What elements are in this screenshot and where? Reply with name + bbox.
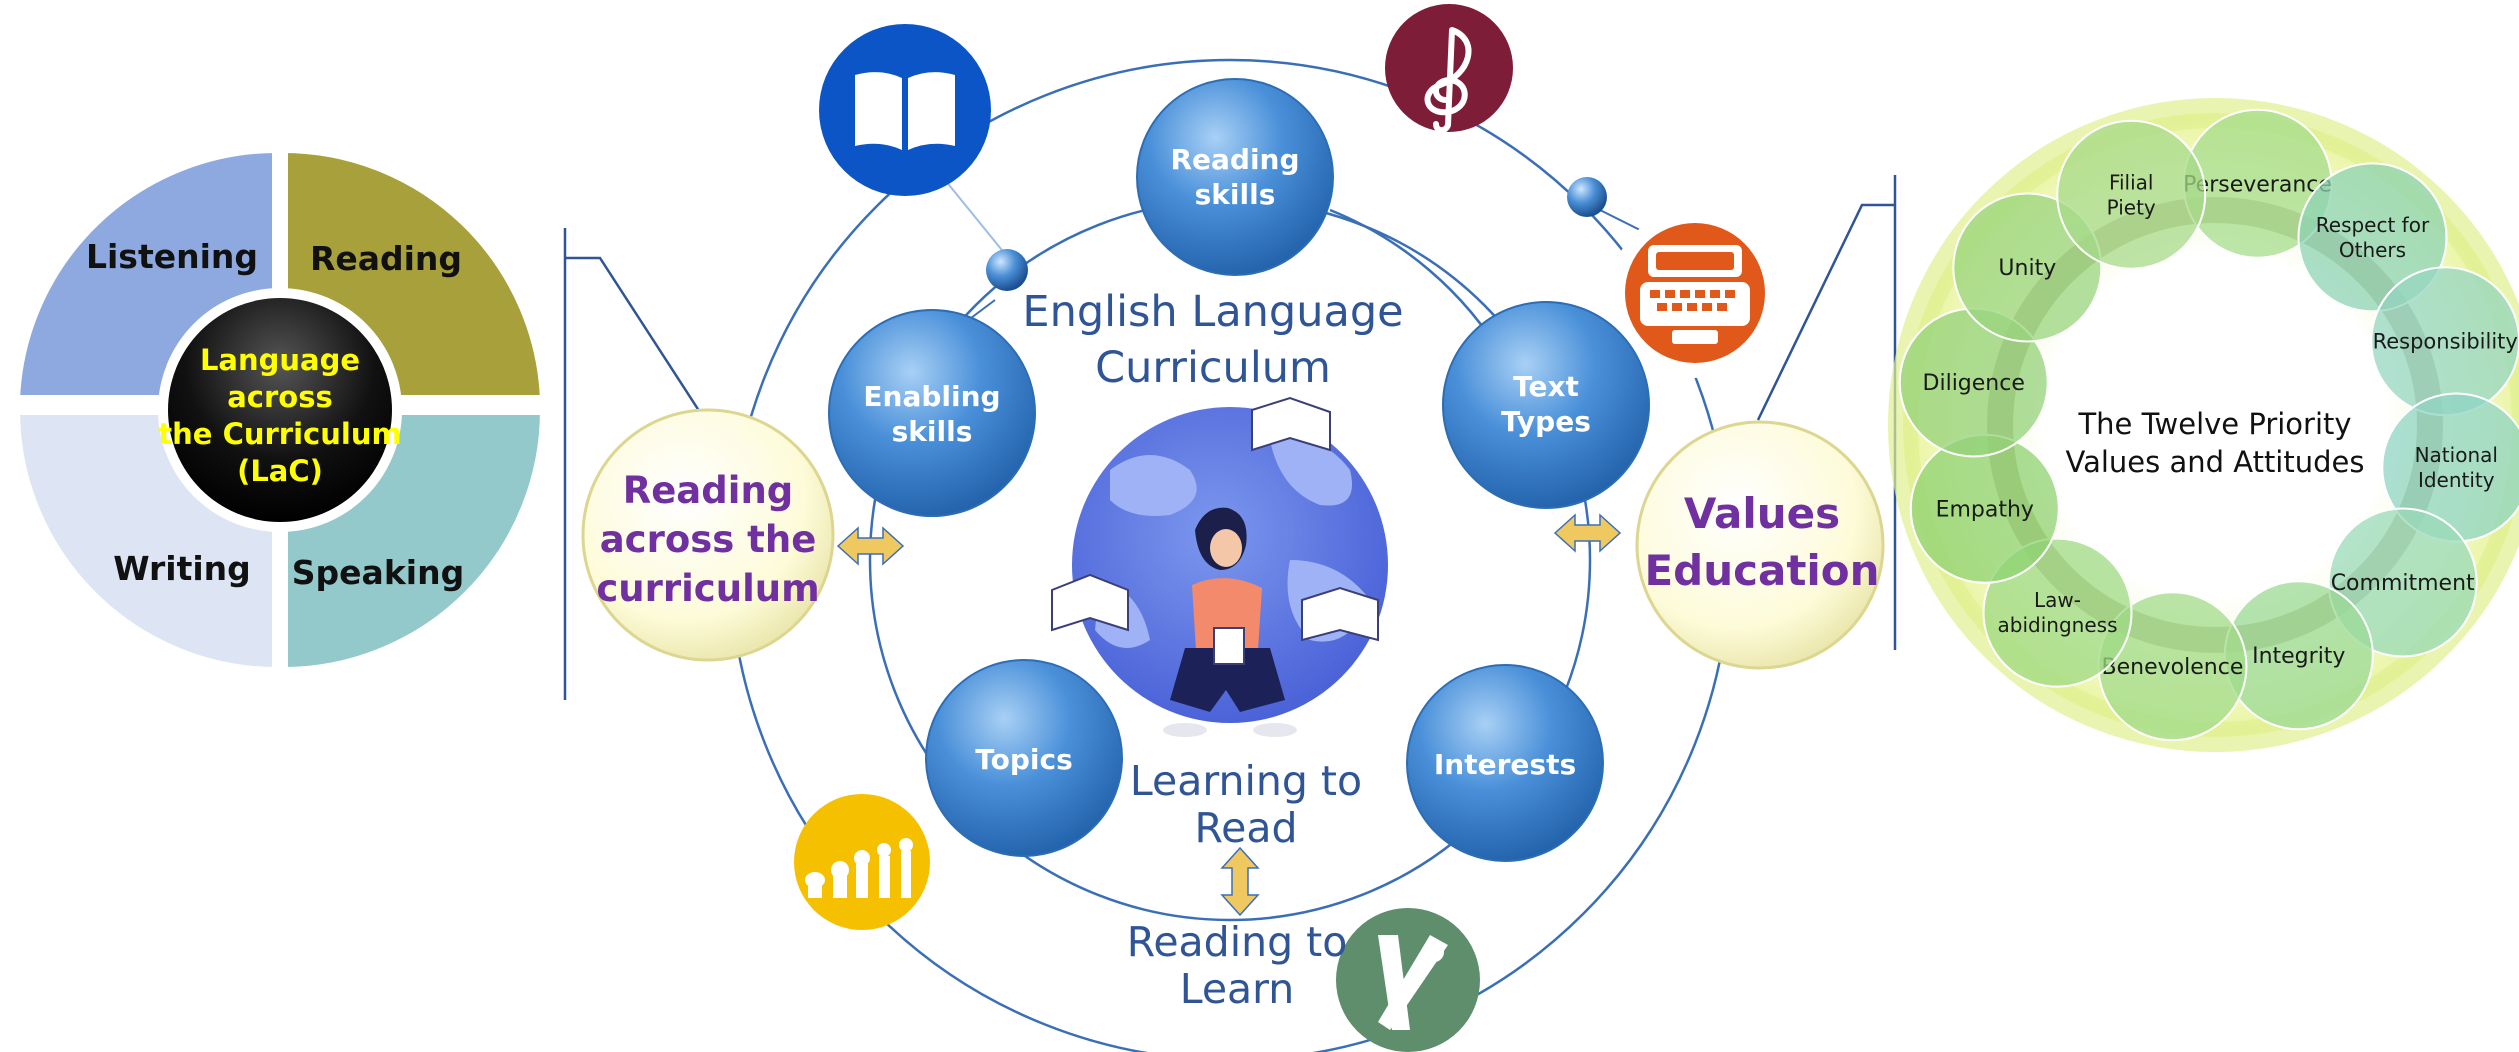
value-empathy: Empathy [1909,433,2060,584]
node-topics: Topics [925,659,1123,857]
reading-across-line: Reading [623,469,794,512]
value-law-abidingness: Law-abidingness [1982,537,2133,688]
node-text-types: Text Types [1442,301,1650,509]
lac-line: Language [200,343,360,377]
double-arrow-right [1553,513,1622,553]
value-label: Empathy [1936,497,2034,522]
label-reading: Reading [310,239,462,278]
values-ring-title-line: The Twelve Priority [2077,407,2351,441]
reading-to-learn-label: Reading to Learn [1127,918,1348,1013]
value-label: Integrity [2252,644,2345,669]
value-responsibility: Responsibility [2370,266,2519,417]
node-label: Text [1513,370,1579,403]
value-label: Piety [2107,195,2156,219]
learning-to-read-line: Learning to [1130,757,1362,805]
value-label: Perseverance [2183,172,2332,197]
reading-across-line: across the [600,518,817,561]
node-enabling-skills: Enabling skills [828,309,1036,517]
value-unity: Unity [1952,192,2103,343]
value-label: Diligence [1923,371,2025,396]
value-circle [2056,119,2207,270]
hub-title: English Language Curriculum [1022,287,1403,393]
values-education-bubble: Values Education [1635,420,1885,670]
value-integrity: Integrity [2223,580,2374,731]
values-education-line: Values [1684,489,1840,538]
learning-to-read-label: Learning to Read [1130,757,1362,852]
value-diligence: Diligence [1898,307,2049,458]
node-label: Reading [1170,143,1299,176]
small-ball-right [1567,177,1607,217]
node-label: skills [1195,178,1276,211]
reading-to-learn-line: Learn [1180,965,1295,1013]
node-label: Topics [975,743,1073,776]
value-label: National [2415,443,2498,467]
node-label: Enabling [863,380,1000,413]
compass-ruler-icon [1336,908,1480,1052]
value-circle [1982,537,2133,688]
value-label: Respect for [2316,213,2430,237]
value-label: Unity [1998,256,2056,281]
values-education-line: Education [1644,546,1879,595]
value-label: abidingness [1998,613,2118,637]
node-label: Interests [1434,748,1576,781]
hub-title-line: English Language [1022,287,1403,337]
lac-line: the Curriculum [158,417,401,451]
values-ring-title-line: Values and Attitudes [2066,445,2365,479]
double-arrow-left [836,526,905,566]
lac-center [168,298,392,522]
music-clef-icon [1385,4,1513,134]
value-label: Benevolence [2102,655,2244,680]
node-label: skills [892,415,973,448]
lac-wheel: Listening Reading Writing Speaking Langu… [9,142,551,678]
lac-line: (LaC) [237,454,323,488]
node-label: Types [1501,405,1591,438]
reading-to-learn-line: Reading to [1127,918,1348,966]
node-reading-skills: Reading skills [1136,78,1334,276]
small-ball-left [986,249,1028,291]
value-label: Commitment [2331,571,2475,596]
lac-center-label: Language across the Curriculum (LaC) [158,343,401,488]
reading-across-bubble: Reading across the curriculum [581,408,835,662]
typewriter-icon [1610,208,1780,378]
lac-line: across [227,380,333,414]
open-book-icon [819,24,991,196]
value-commitment: Commitment [2327,507,2478,658]
label-listening: Listening [86,237,258,276]
value-circle [1952,192,2103,343]
reading-across-line: curriculum [596,567,819,610]
label-speaking: Speaking [292,553,464,592]
evolution-icon [794,794,930,930]
value-label: Identity [2418,468,2495,492]
left-bracket [563,228,707,700]
reading-girl-illustration [1051,396,1388,737]
value-label: Law- [2034,588,2081,612]
value-circle [2297,162,2448,313]
value-circle [2327,507,2478,658]
hub-title-line: Curriculum [1095,343,1331,393]
node-interests: Interests [1406,664,1604,862]
learning-to-read-line: Read [1194,804,1297,852]
double-arrow-vertical [1220,846,1260,917]
value-label: Filial [2109,170,2154,194]
value-label: Responsibility [2373,330,2518,354]
label-writing: Writing [113,549,251,588]
value-benevolence: Benevolence [2097,591,2248,742]
value-label: Others [2339,238,2406,262]
